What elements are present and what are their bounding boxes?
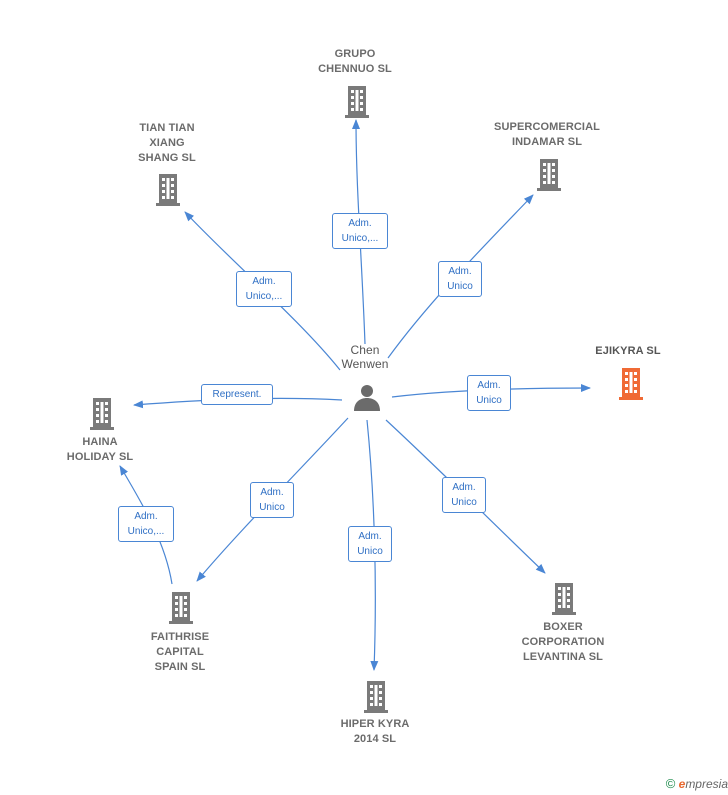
company-label-ejikyra[interactable]: EJIKYRA SL <box>595 345 661 357</box>
relation-label-faithrise: Adm. Unico <box>250 482 294 518</box>
relation-label-haina: Represent. <box>201 384 273 405</box>
relation-label-ejikyra: Adm. Unico <box>467 375 511 411</box>
relation-label-boxer: Adm. Unico <box>442 477 486 513</box>
copyright-icon: © <box>665 776 676 791</box>
company-label-faithrise[interactable]: FAITHRISE CAPITAL SPAIN SL <box>150 631 210 673</box>
brand-footer[interactable]: © empresia <box>666 776 728 791</box>
building-icon-faithrise[interactable] <box>166 590 196 629</box>
relation-label-super: Adm. Unico <box>438 261 482 297</box>
company-label-tian[interactable]: TIAN TIAN XIANG SHANG SL <box>138 122 196 164</box>
person-icon[interactable] <box>352 382 382 412</box>
company-label-boxer[interactable]: BOXER CORPORATION LEVANTINA SL <box>521 621 605 663</box>
brand-logo-initial: e <box>678 777 686 791</box>
relation-label-grupo: Adm. Unico,... <box>332 213 388 249</box>
relation-label-tian: Adm. Unico,... <box>236 271 292 307</box>
building-icon-hiper[interactable] <box>361 679 391 718</box>
relation-label-faithrise-haina: Adm. Unico,... <box>118 506 174 542</box>
company-label-hiper[interactable]: HIPER KYRA 2014 SL <box>340 718 410 745</box>
company-label-grupo[interactable]: GRUPO CHENNUO SL <box>318 48 392 75</box>
person-name[interactable]: Chen Wenwen <box>341 343 389 371</box>
building-icon-ejikyra[interactable] <box>616 366 646 405</box>
building-icon-grupo[interactable] <box>342 84 372 123</box>
building-icon-boxer[interactable] <box>549 581 579 620</box>
company-label-haina[interactable]: HAINA HOLIDAY SL <box>66 436 134 463</box>
relation-label-hiper: Adm. Unico <box>348 526 392 562</box>
company-label-super[interactable]: SUPERCOMERCIAL INDAMAR SL <box>494 121 600 148</box>
building-icon-haina[interactable] <box>87 396 117 435</box>
building-icon-super[interactable] <box>534 157 564 196</box>
building-icon-tian[interactable] <box>153 172 183 211</box>
brand-logo-text: mpresia <box>685 777 728 791</box>
